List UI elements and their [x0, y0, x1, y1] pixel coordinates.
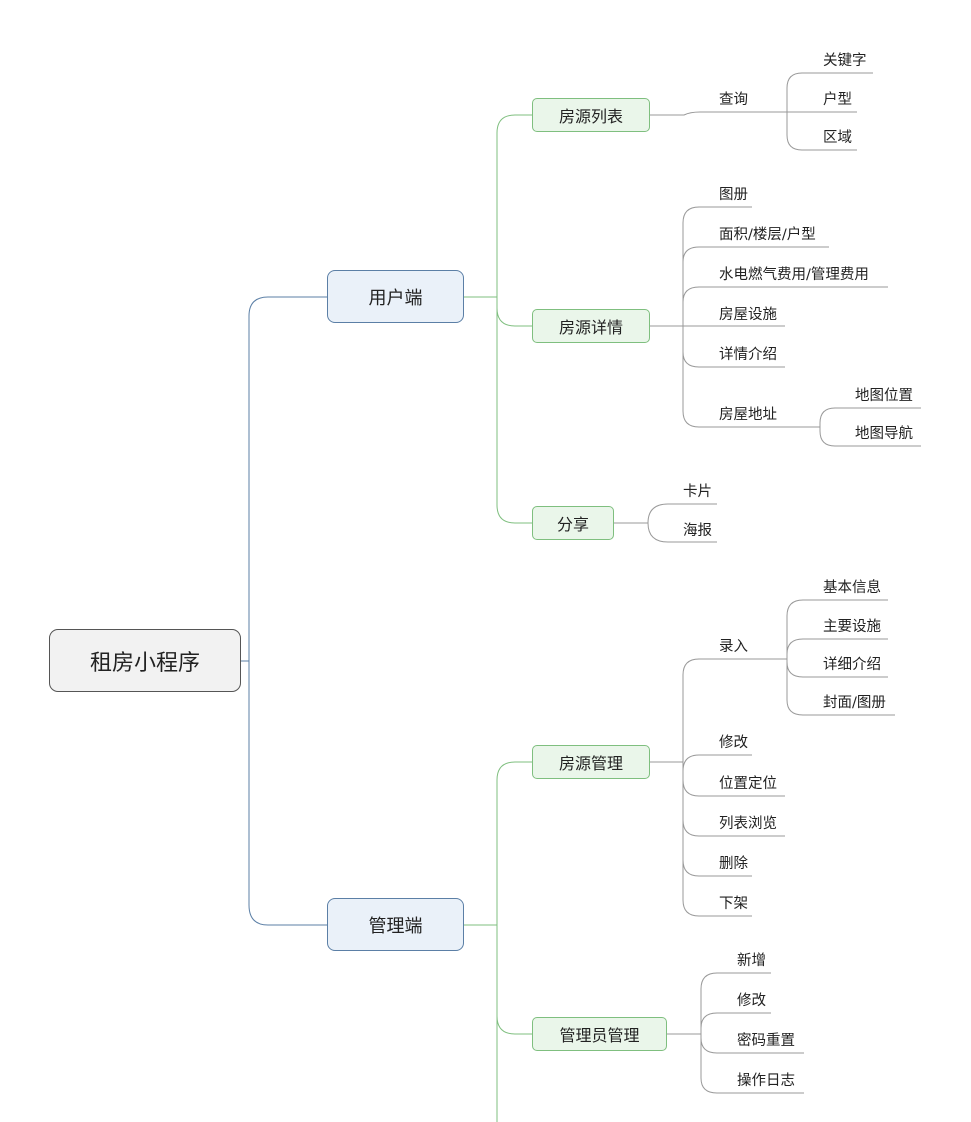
- root-node[interactable]: 租房小程序: [49, 629, 241, 692]
- root-connectors: [241, 296, 327, 926]
- leaf-password-reset[interactable]: 密码重置: [737, 1033, 795, 1049]
- leaf-detailed-intro[interactable]: 详细介绍: [823, 657, 881, 673]
- leaf-connectors: [614, 72, 921, 1094]
- leaf-main-facilities[interactable]: 主要设施: [823, 619, 881, 635]
- node-entry[interactable]: 录入: [719, 639, 748, 655]
- leaf-poster[interactable]: 海报: [683, 523, 712, 539]
- leaf-unlist[interactable]: 下架: [719, 896, 748, 912]
- leaf-description[interactable]: 详情介绍: [719, 347, 777, 363]
- node-query[interactable]: 查询: [719, 92, 748, 108]
- leaf-utility-fees[interactable]: 水电燃气费用/管理费用: [719, 267, 869, 283]
- node-address[interactable]: 房屋地址: [719, 407, 777, 423]
- node-listing-mgmt[interactable]: 房源管理: [532, 745, 650, 779]
- leaf-keyword[interactable]: 关键字: [823, 53, 867, 69]
- leaf-admin-edit[interactable]: 修改: [737, 993, 766, 1009]
- user-connectors: [463, 114, 532, 1122]
- leaf-facilities[interactable]: 房屋设施: [719, 307, 777, 323]
- leaf-album[interactable]: 图册: [719, 187, 748, 203]
- node-admin-mgmt[interactable]: 管理员管理: [532, 1017, 667, 1051]
- leaf-card[interactable]: 卡片: [683, 484, 712, 500]
- node-admin-side[interactable]: 管理端: [327, 898, 464, 951]
- node-share[interactable]: 分享: [532, 506, 614, 540]
- node-listing-detail[interactable]: 房源详情: [532, 309, 650, 343]
- leaf-map-navigation[interactable]: 地图导航: [855, 426, 913, 442]
- leaf-edit[interactable]: 修改: [719, 735, 748, 751]
- leaf-cover-album[interactable]: 封面/图册: [823, 695, 886, 711]
- leaf-basic-info[interactable]: 基本信息: [823, 580, 881, 596]
- leaf-district[interactable]: 区域: [823, 130, 852, 146]
- leaf-operation-log[interactable]: 操作日志: [737, 1073, 795, 1089]
- node-user-side[interactable]: 用户端: [327, 270, 464, 323]
- node-listing-list[interactable]: 房源列表: [532, 98, 650, 132]
- leaf-list-browse[interactable]: 列表浏览: [719, 816, 777, 832]
- leaf-positioning[interactable]: 位置定位: [719, 776, 777, 792]
- leaf-map-location[interactable]: 地图位置: [855, 388, 913, 404]
- leaf-add[interactable]: 新增: [737, 953, 766, 969]
- leaf-delete[interactable]: 删除: [719, 856, 748, 872]
- leaf-area-floor-layout[interactable]: 面积/楼层/户型: [719, 227, 816, 243]
- leaf-layout[interactable]: 户型: [823, 92, 852, 108]
